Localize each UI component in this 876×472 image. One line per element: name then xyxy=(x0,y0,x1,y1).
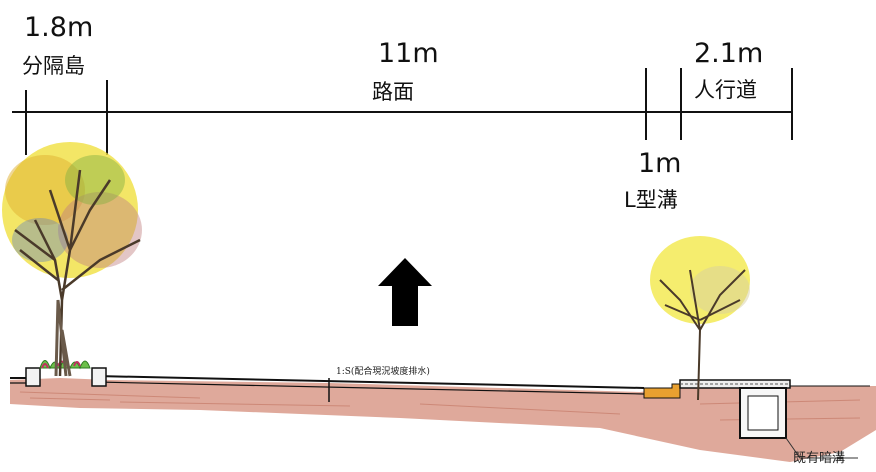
sidewalk xyxy=(679,379,870,389)
sidewalk-label: 人行道 xyxy=(694,78,757,102)
small-tree-icon xyxy=(650,236,750,401)
road-surface xyxy=(10,375,645,402)
sidewalk-width: 2.1m xyxy=(694,38,764,69)
l-gutter xyxy=(643,383,681,399)
slope-note: 1:S(配合現況坡度排水) xyxy=(336,367,430,377)
dimension-line xyxy=(12,68,793,155)
gutter-label: L型溝 xyxy=(624,188,678,212)
drain-label: 既有暗溝 xyxy=(793,451,846,466)
median-curb xyxy=(25,367,107,387)
up-arrow-icon xyxy=(378,258,432,326)
large-tree-icon xyxy=(2,142,142,377)
road-label: 路面 xyxy=(372,80,414,104)
gutter-width: 1m xyxy=(638,148,682,179)
median-label: 分隔島 xyxy=(22,54,85,78)
road-width: 11m xyxy=(378,38,439,69)
existing-drain xyxy=(739,387,858,459)
median-width: 1.8m xyxy=(24,12,94,43)
